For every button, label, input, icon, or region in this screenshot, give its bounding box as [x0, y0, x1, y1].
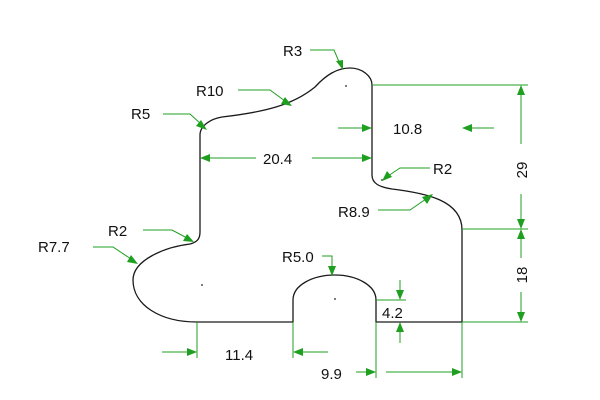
- arrowhead: [517, 229, 525, 239]
- arrowhead: [127, 255, 138, 264]
- radius-label-r7-7: R7.7: [38, 239, 70, 256]
- radius-label-r2-right: R2: [433, 161, 452, 178]
- dimension-4-2: 4.2: [382, 305, 403, 322]
- arrowhead: [336, 60, 343, 70]
- dimension-18: 18: [514, 267, 531, 284]
- arrowhead: [183, 234, 194, 242]
- arrowhead: [452, 368, 462, 376]
- part-outline: [132, 67, 463, 323]
- leader-r7-7: [93, 246, 132, 260]
- arrowhead: [517, 312, 525, 322]
- radius-label-r8-9: R8.9: [338, 204, 370, 221]
- arrowhead: [362, 124, 372, 132]
- arc-center-mark: [345, 85, 347, 87]
- arrowhead: [462, 124, 472, 132]
- arrowhead: [517, 219, 525, 229]
- arrowhead: [362, 154, 372, 162]
- arc-center-mark: [334, 298, 336, 300]
- radius-label-r5: R5: [131, 106, 150, 123]
- arrowhead: [517, 85, 525, 95]
- arrowhead: [382, 171, 392, 181]
- arrowhead: [366, 368, 376, 376]
- radius-label-r10: R10: [196, 83, 224, 100]
- dimension-9-9: 9.9: [321, 366, 342, 383]
- leader-r3: [310, 49, 341, 65]
- dimension-11-4: 11.4: [225, 347, 253, 364]
- arrowhead: [196, 120, 207, 130]
- arrowhead: [187, 348, 197, 356]
- radius-label-r3: R3: [283, 43, 302, 60]
- arrowhead: [396, 322, 404, 332]
- arrowhead: [328, 266, 336, 276]
- leader-r5-0: [322, 255, 333, 268]
- dimension-20-4: 20.4: [263, 151, 292, 168]
- leader-r8-9: [378, 198, 427, 211]
- arc-center-mark: [201, 284, 203, 286]
- arrowhead: [293, 348, 303, 356]
- radius-label-r5-0: R5.0: [282, 249, 314, 266]
- dimension-29: 29: [514, 162, 531, 179]
- leader-r5: [163, 113, 202, 125]
- arrowhead: [396, 290, 404, 300]
- arrowhead: [200, 154, 210, 162]
- arrowhead: [281, 97, 292, 106]
- leader-r2-left: [143, 229, 188, 239]
- arrowhead: [422, 194, 433, 204]
- leader-r2-right: [387, 167, 430, 177]
- dimension-10-8: 10.8: [393, 121, 422, 138]
- radius-label-r2-left: R2: [108, 223, 127, 240]
- leader-r10: [238, 89, 286, 102]
